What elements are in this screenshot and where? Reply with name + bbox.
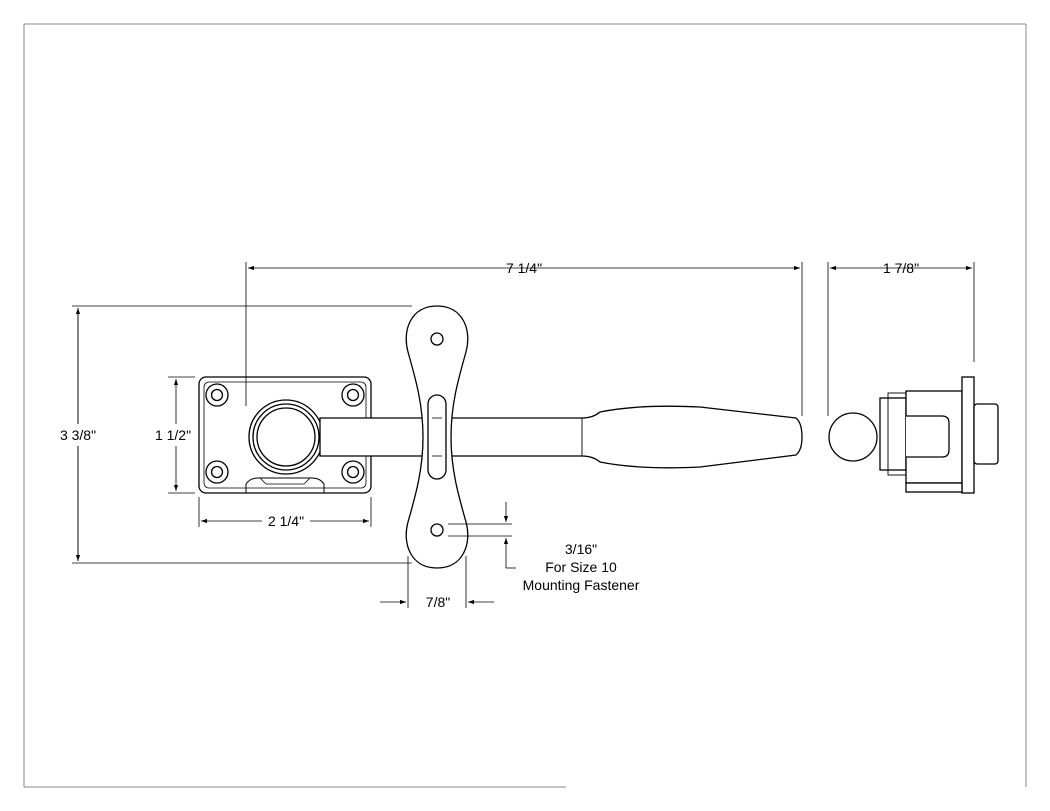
dim-plate-width: 2 1/4": [268, 513, 304, 529]
dim-overall-height: 3 3/8": [60, 427, 96, 443]
dimension-labels: 7 1/4" 1 7/8" 3 3/8" 1 1/2" 2 1/4" 7/8": [60, 260, 919, 610]
dim-depth: 1 7/8": [883, 260, 919, 276]
keeper: [405, 305, 469, 569]
screw-hole: [341, 383, 365, 407]
note-line-1: For Size 10: [545, 559, 617, 575]
screw-hole: [341, 460, 365, 484]
dim-overall-length: 7 1/4": [506, 260, 542, 276]
side-view: [828, 376, 999, 494]
note-line-2: Mounting Fastener: [523, 577, 640, 593]
dimension-lines: [72, 262, 975, 608]
note-fastener-size: 3/16": [565, 541, 597, 557]
fastener-note: 3/16" For Size 10 Mounting Fastener: [523, 541, 640, 593]
sheet-border: [23, 23, 1027, 788]
screw-hole: [205, 383, 229, 407]
latch-handle: [319, 405, 803, 469]
screw-hole: [205, 460, 229, 484]
hub-boss: [248, 399, 324, 475]
dim-keeper-width: 7/8": [426, 594, 450, 610]
dim-plate-height: 1 1/2": [155, 427, 191, 443]
